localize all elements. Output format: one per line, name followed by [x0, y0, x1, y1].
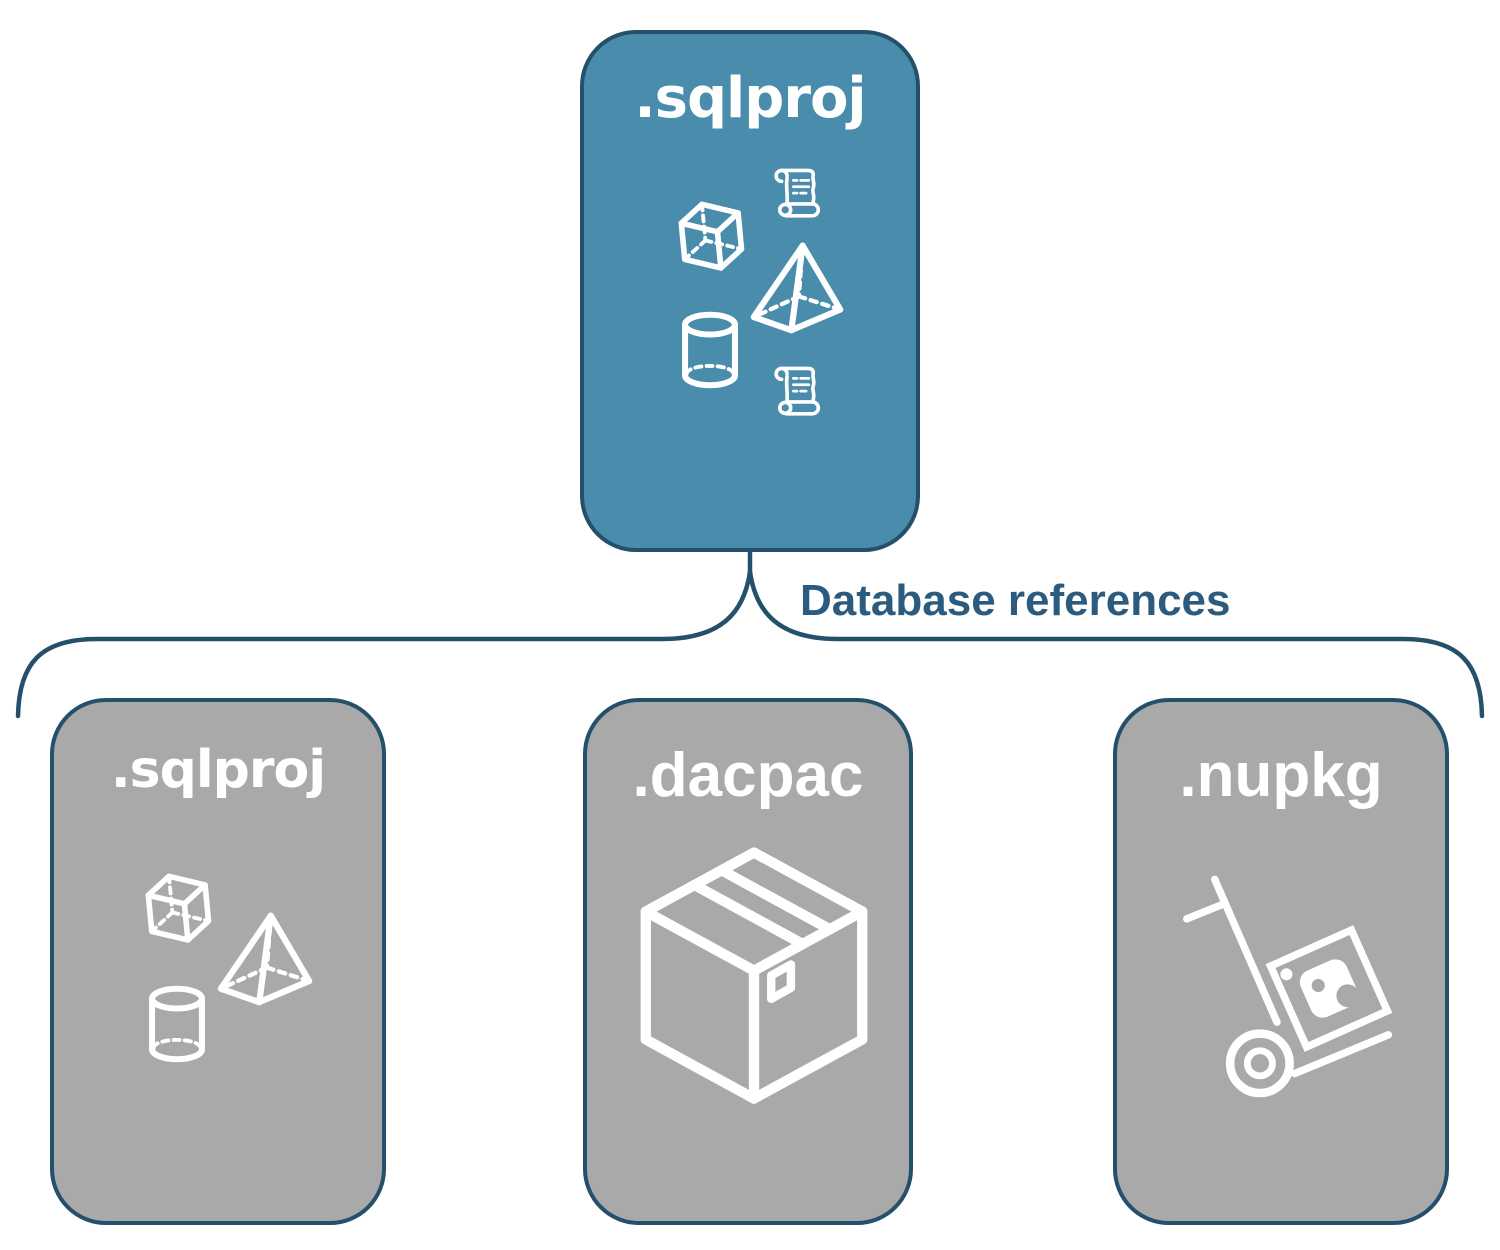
node-child-nupkg: .nupkg: [1113, 698, 1449, 1225]
node-root-sqlproj: .sqlproj: [580, 30, 920, 552]
scroll-icon: [774, 366, 821, 416]
package-box-icon: [640, 847, 868, 1104]
node-child-dacpac: .dacpac: [583, 698, 913, 1225]
child-nupkg-label: .nupkg: [1179, 741, 1383, 810]
child-sqlproj-label: .sqlproj: [110, 740, 326, 800]
cylinder-icon: [149, 985, 205, 1063]
connector-label: Database references: [800, 576, 1231, 625]
cube-icon: [145, 873, 212, 943]
pyramid-icon: [750, 242, 844, 334]
pyramid-icon: [217, 912, 313, 1006]
node-child-sqlproj: .sqlproj: [50, 698, 386, 1225]
scroll-icon: [774, 168, 821, 218]
cube-icon: [678, 201, 745, 271]
cylinder-icon: [682, 311, 738, 389]
root-node-label: .sqlproj: [634, 66, 866, 131]
child-dacpac-label: .dacpac: [632, 741, 864, 810]
nuget-hand-truck-icon: [1183, 875, 1393, 1098]
